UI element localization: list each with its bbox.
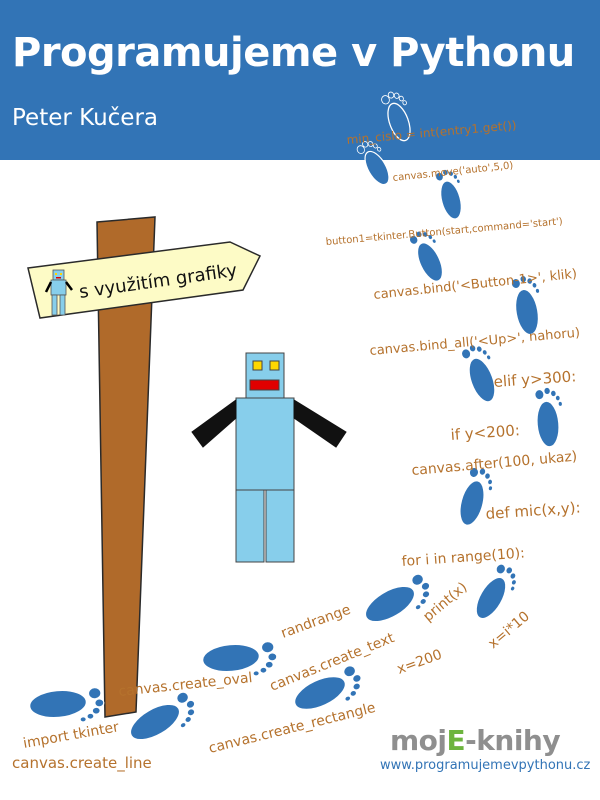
code-snippet: if y<200: (450, 421, 520, 444)
cover-header: Programujeme v Pythonu Peter Kučera (0, 0, 600, 160)
code-snippet: for i in range(10): (401, 545, 525, 570)
code-snippet: x=200 (395, 647, 444, 678)
logo-part-e: E (446, 724, 466, 757)
code-snippet: elif y>300: (493, 367, 577, 391)
footprint-icon (358, 569, 439, 636)
robot-right-eye (269, 360, 280, 371)
logo-part-knihy: -knihy (465, 724, 561, 757)
robot (191, 352, 347, 563)
code-snippet: canvas.move('auto',5,0) (392, 160, 514, 184)
code-snippet: canvas.after(100, ukaz) (411, 449, 578, 479)
robot-head (245, 352, 285, 399)
code-snippet: def mic(x,y): (485, 498, 581, 523)
publisher-logo: mojE-knihy www.programujemevpythonu.cz (380, 718, 590, 778)
code-snippet: x=i*10 (485, 608, 533, 652)
code-snippet: canvas.bind_all('<Up>', nahoru) (369, 326, 581, 359)
robot-body (235, 397, 295, 491)
code-snippet: canvas.create_rectangle (207, 700, 377, 757)
book-author: Peter Kučera (12, 105, 158, 131)
robot-mouth (249, 379, 280, 391)
code-snippet: canvas.create_line (12, 754, 152, 773)
publisher-logo-text: mojE-knihy (390, 724, 561, 757)
robot-left-arm (191, 399, 237, 448)
code-snippet: import tkinter (22, 719, 120, 752)
footprint-icon (27, 685, 107, 728)
mini-robot-icon (44, 269, 73, 316)
robot-left-eye (252, 360, 263, 371)
code-snippet: canvas.bind('<Button-1>', klik) (373, 267, 578, 303)
code-snippet: min_cislo = int(entry1.get()) (346, 118, 517, 147)
robot-right-leg (265, 489, 295, 563)
book-title: Programujeme v Pythonu (12, 30, 575, 76)
signpost-arrow-board (27, 241, 262, 319)
publisher-url[interactable]: www.programujemevpythonu.cz (380, 758, 591, 773)
code-snippets: min_cislo = int(entry1.get()) canvas.mov… (12, 118, 581, 773)
code-snippet: button1=tkinter.Button(start,command='st… (325, 216, 563, 248)
logo-part-moj: moj (390, 724, 447, 757)
robot-left-leg (235, 489, 265, 563)
signpost-pole (96, 216, 156, 718)
footprint-icon (533, 385, 567, 449)
code-snippet: randrange (279, 602, 353, 642)
signpost: s využitím grafiky (27, 216, 262, 718)
robot-right-arm (293, 399, 347, 448)
